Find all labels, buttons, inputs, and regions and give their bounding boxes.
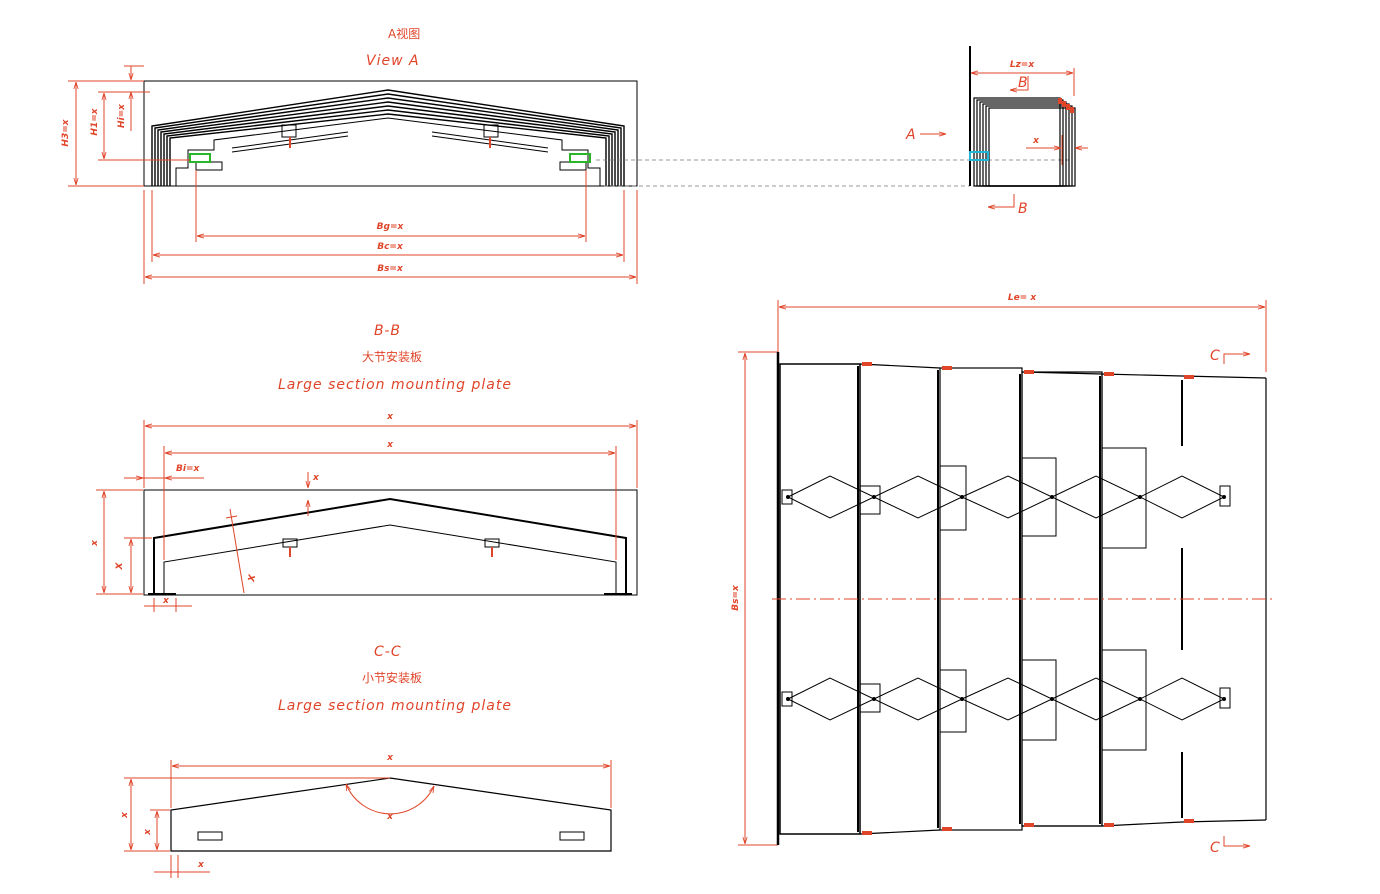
plan-view-bs-dim (738, 351, 778, 846)
dim-cc-angle: x (386, 812, 394, 822)
section-bb-inner-plate (163, 524, 617, 594)
view-a-height-dims (68, 65, 190, 187)
section-cc-plate (170, 777, 612, 852)
dim-bg: Bg=x (377, 222, 405, 232)
dim-bc: Bc=x (377, 242, 404, 252)
section-cc-slot-left (197, 831, 223, 841)
section-bb-bolts (289, 547, 493, 557)
section-bb: B-B 大节安装板 Large section mounting plate (90, 323, 638, 612)
dim-le: Le= x (1008, 293, 1038, 303)
view-a-width-dims (143, 170, 638, 284)
dim-bb-left-outer: x (90, 539, 100, 547)
view-a-title-cn: A视图 (388, 26, 420, 41)
plan-view-pivots (786, 495, 1226, 701)
view-a-folds (151, 89, 625, 186)
side-view-dims (920, 68, 1088, 207)
dim-bs: Bs=x (377, 264, 404, 274)
side-view: Lz=x x A B B (905, 46, 1088, 217)
section-bb-dims (96, 420, 638, 612)
dim-bb-vert-small: x (312, 473, 320, 483)
section-bb-outer-plate (153, 497, 627, 594)
arrow-b-top-label: B (1018, 75, 1029, 91)
section-bb-title-en: Large section mounting plate (278, 377, 512, 393)
section-cc-title-cn: 小节安装板 (362, 670, 422, 685)
dim-bb-bottom: x (162, 596, 170, 606)
plan-view: Le= x Bs=x C C (731, 293, 1272, 856)
section-c-bottom-label: C (1210, 840, 1221, 856)
dim-side-x: x (1032, 136, 1040, 146)
dim-bi: Bi=x (176, 464, 200, 474)
dim-cc-left-outer: x (120, 811, 130, 819)
dim-h1: H1=x (90, 107, 100, 135)
dim-lz: Lz=x (1010, 60, 1036, 70)
plan-view-brackets (781, 447, 1231, 751)
plan-view-wipers (862, 362, 1194, 835)
section-bb-title-cn: 大节安装板 (362, 349, 422, 364)
view-a-inner-plate (175, 117, 601, 186)
plan-view-scissors-top (786, 475, 1226, 519)
dim-cc-bottom: x (197, 860, 205, 870)
side-view-red-caps (1058, 98, 1074, 113)
section-c-top-label: C (1210, 348, 1221, 364)
section-cc-title-en: Large section mounting plate (278, 698, 512, 714)
view-a-bolts (289, 137, 491, 148)
dim-bb-diag: X (247, 573, 258, 584)
section-cc-slot-right (559, 831, 585, 841)
view-a-guide-rails (195, 124, 587, 171)
view-a-frame (143, 80, 638, 187)
dim-h3: H3=x (61, 118, 71, 146)
dim-bb-left-inner: X (115, 561, 125, 570)
view-a-right-clamp (569, 153, 591, 163)
section-bb-title: B-B (374, 323, 401, 339)
section-cc-dims (124, 760, 612, 878)
side-view-cyan-clamp (969, 151, 989, 161)
side-view-folds (973, 97, 1076, 187)
dim-cc-left-inner: x (143, 828, 153, 836)
arrow-a-label: A (905, 127, 917, 143)
plan-view-scissors-bottom (786, 677, 1226, 721)
dim-bb-top1: x (386, 412, 394, 422)
plan-view-le-dim (777, 300, 1267, 372)
section-bb-brackets (282, 538, 500, 548)
section-cc-title: C-C (374, 644, 402, 660)
view-a-left-clamp (189, 153, 211, 163)
view-a: A视图 View A (61, 26, 1072, 284)
section-cc: C-C 小节安装板 Large section mounting plate x… (120, 644, 612, 878)
section-c-markers (1223, 354, 1250, 846)
projection-lines (596, 159, 1072, 187)
dim-cc-top: x (386, 753, 394, 763)
arrow-b-bottom-label: B (1018, 201, 1029, 217)
dim-hi: Hi=x (117, 103, 127, 128)
dim-bb-top2: x (386, 440, 394, 450)
view-a-title-en: View A (366, 53, 420, 69)
dim-plan-bs: Bs=x (731, 584, 741, 611)
section-bb-frame (143, 489, 638, 596)
